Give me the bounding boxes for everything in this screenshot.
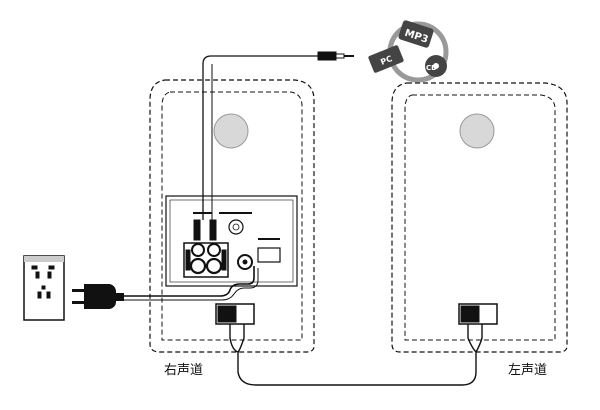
right-speaker-terminal	[215, 303, 255, 325]
speaker-link-cable	[229, 324, 483, 386]
left-speaker-driver	[459, 113, 495, 149]
power-cord	[124, 266, 255, 297]
right-speaker-driver	[213, 113, 249, 149]
pc-badge: PC	[379, 54, 393, 67]
left-channel-label: 左声道	[508, 363, 548, 378]
rca-input-jacks	[183, 242, 229, 278]
audio-input-cable	[202, 55, 320, 220]
power-plug-icon	[72, 284, 124, 309]
left-speaker	[391, 82, 568, 353]
audio-jack-icon	[317, 51, 354, 61]
power-outlet-icon	[23, 255, 65, 321]
right-speaker	[149, 79, 315, 353]
left-speaker-terminal	[458, 303, 498, 325]
rear-input-panel	[165, 195, 298, 287]
cd-badge: CD	[426, 64, 437, 72]
power-switch	[257, 247, 281, 263]
right-channel-label: 右声道	[164, 363, 204, 378]
mp3-pc-cd-source-icon: MP3 PC CD	[368, 20, 449, 83]
